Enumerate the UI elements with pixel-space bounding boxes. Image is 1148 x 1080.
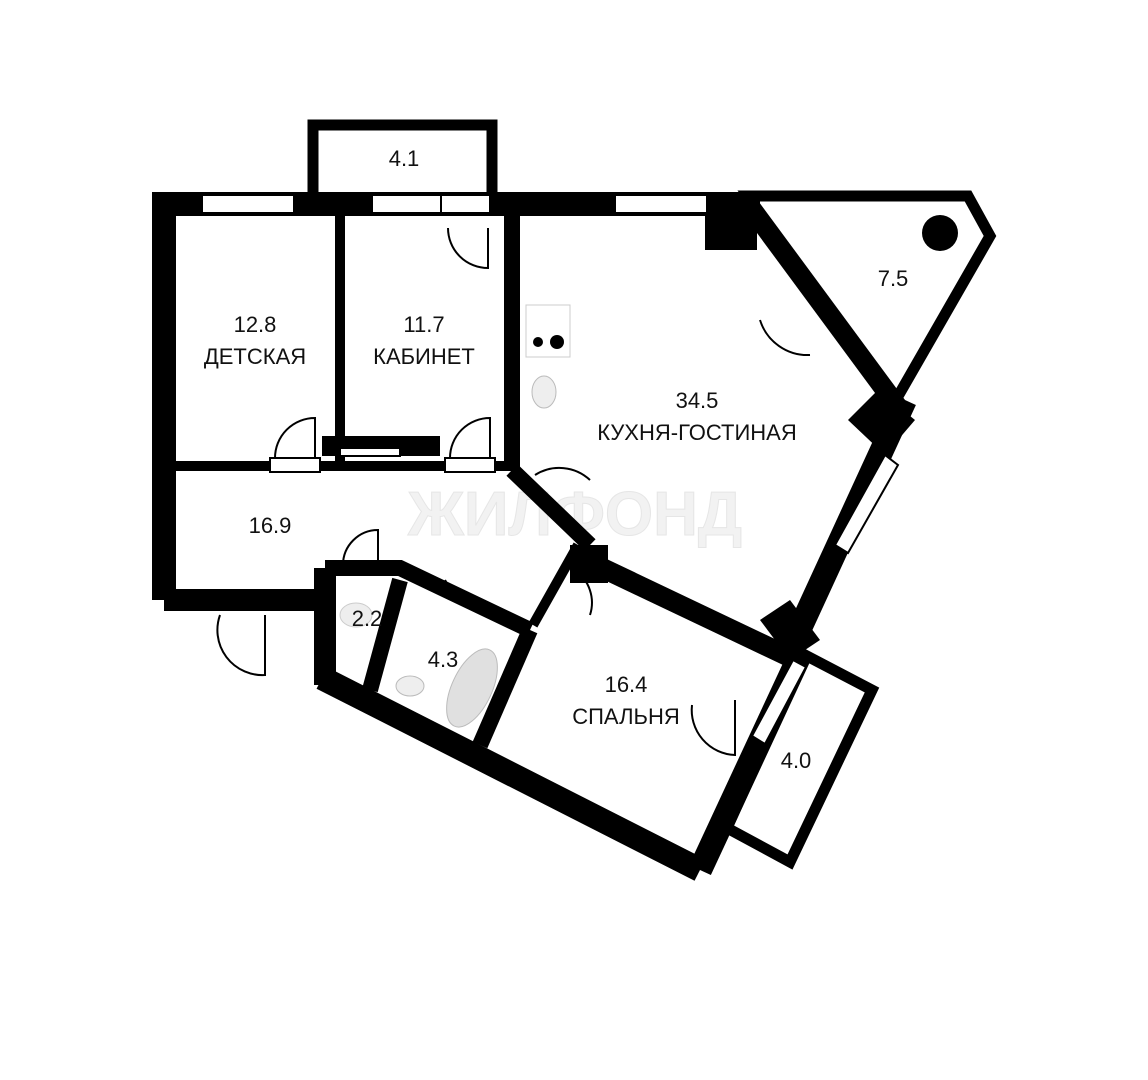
room-area: 16.4 (605, 672, 648, 697)
room-name: КУХНЯ-ГОСТИНАЯ (597, 420, 796, 445)
room-area: 4.3 (428, 647, 459, 672)
room-area: 4.0 (781, 748, 812, 773)
wall-blocks (322, 192, 915, 660)
room-area: 4.1 (389, 146, 420, 171)
room-name: ДЕТСКАЯ (204, 344, 306, 369)
room-area: 16.9 (249, 513, 292, 538)
doors (216, 227, 811, 757)
room-area: 7.5 (878, 266, 909, 291)
windows (201, 194, 900, 746)
fixtures (339, 215, 958, 728)
room-area: 12.8 (234, 312, 277, 337)
sink-icon (531, 375, 557, 409)
column-icon (922, 215, 958, 251)
room-labels: 4.1 12.8 ДЕТСКАЯ 11.7 КАБИНЕТ 34.5 КУХНЯ… (204, 146, 908, 773)
toilet-icon (339, 602, 373, 628)
room-area: 2.2 (352, 606, 383, 631)
room-name: СПАЛЬНЯ (572, 704, 680, 729)
watermark: ЖИЛФОНД (407, 480, 742, 549)
room-name: КАБИНЕТ (373, 344, 475, 369)
balcony-4-1 (307, 119, 498, 195)
bathtub-icon (446, 648, 498, 728)
room-area: 34.5 (676, 388, 719, 413)
room-area: 11.7 (403, 312, 444, 337)
washbasin-icon (395, 675, 425, 697)
stove-icon (525, 304, 571, 358)
